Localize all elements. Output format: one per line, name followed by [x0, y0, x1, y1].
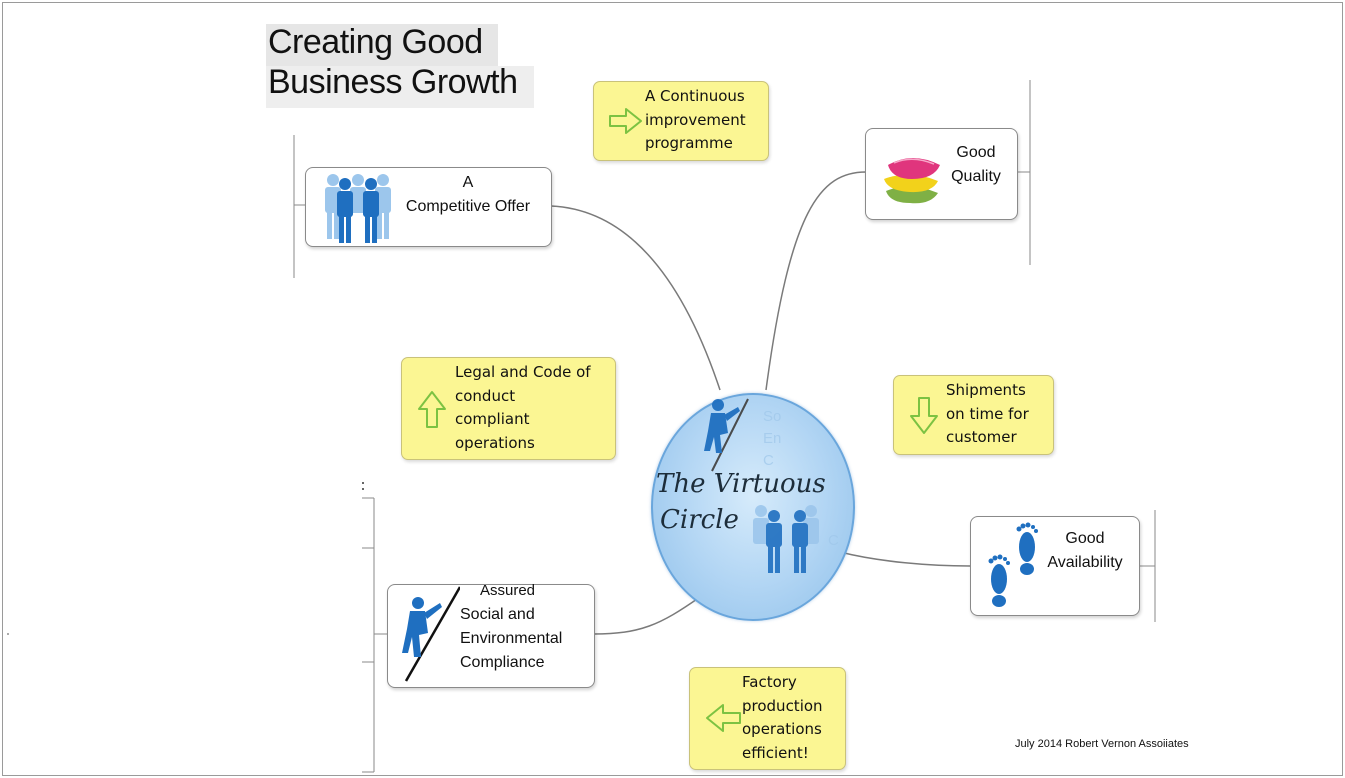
node-label: Good	[956, 144, 996, 161]
note-line: programme	[645, 134, 733, 152]
node-good-availability[interactable]: Good Availability	[970, 516, 1140, 616]
note-continuous-improvement[interactable]: A Continuous improvement programme	[593, 81, 769, 161]
people-icon	[325, 174, 391, 243]
cushions-icon	[884, 158, 940, 204]
node-label: Availability	[1047, 554, 1123, 571]
climber-icon	[704, 398, 749, 472]
title-line-1: Creating Good	[268, 23, 483, 61]
note-line: compliant	[455, 410, 530, 428]
note-legal-compliant[interactable]: Legal and Code of conduct compliant oper…	[401, 357, 616, 460]
note-line: Shipments	[946, 381, 1026, 399]
title-highlight	[266, 24, 498, 66]
virtuous-circle[interactable]	[651, 393, 855, 621]
node-label: A	[462, 174, 474, 191]
node-label: Good	[1065, 530, 1105, 547]
note-factory[interactable]: Factory production operations efficient!	[689, 667, 846, 770]
circle-title-line-1: The Virtuous	[656, 469, 826, 499]
node-competitive-offer[interactable]: A Competitive Offer	[305, 167, 552, 247]
note-shipments[interactable]: Shipments on time for customer	[893, 375, 1054, 455]
footer-credit: July 2014 Robert Vernon Assoiiates	[1015, 738, 1189, 750]
title-highlight	[266, 66, 534, 108]
footprints-icon	[988, 522, 1038, 607]
ghost-text: C	[828, 532, 839, 549]
note-line: operations	[742, 720, 822, 738]
note-line: production	[742, 696, 823, 715]
node-good-quality[interactable]: Good Quality	[865, 128, 1018, 220]
node-label: Social and	[460, 606, 535, 623]
node-label: Quality	[951, 168, 1001, 185]
people-icon	[753, 505, 819, 573]
note-line: efficient!	[742, 743, 809, 762]
note-line: A Continuous	[645, 87, 745, 105]
node-label: Competitive Offer	[405, 198, 531, 215]
note-line: improvement	[645, 110, 746, 129]
circle-title-line-2: Circle	[660, 505, 739, 535]
page-title: Creating Good Business Growth	[268, 22, 518, 112]
arrow-down-icon	[910, 397, 938, 434]
arrow-up-icon	[418, 391, 446, 428]
note-line: on time for	[946, 404, 1029, 423]
note-line: conduct	[455, 386, 516, 405]
arrow-left-icon	[706, 704, 741, 732]
note-line: operations	[455, 433, 535, 452]
node-label: Compliance	[460, 654, 545, 671]
climber-icon	[402, 586, 460, 682]
node-label: Environmental	[460, 630, 563, 647]
note-line: Factory	[742, 673, 797, 691]
node-social-compliance[interactable]: Assured Social and Environmental Complia…	[387, 582, 595, 688]
arrow-right-icon	[609, 108, 642, 134]
note-line: customer	[946, 428, 1017, 446]
node-label: Assured	[480, 582, 536, 599]
title-line-2: Business Growth	[268, 63, 518, 101]
note-line: Legal and Code of	[455, 363, 591, 381]
